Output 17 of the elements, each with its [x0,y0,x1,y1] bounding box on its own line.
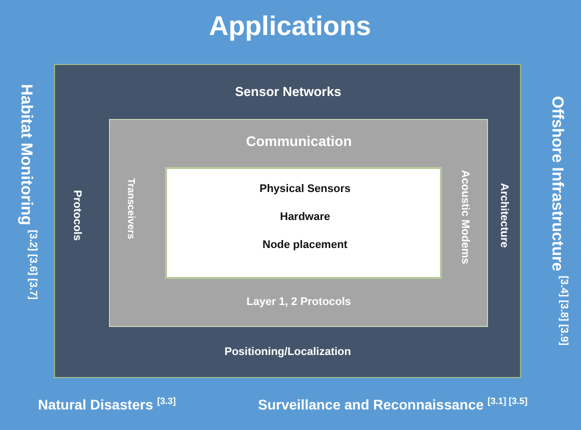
layer-label: Acoustic Modems [459,170,472,264]
sensor-networks-box [54,64,521,378]
item-label: Node placement [262,239,348,252]
layer-label: Transceivers [125,178,136,240]
application-label: Surveillance and Reconnaissance $^{[3.1] [3.5]}$ [258,396,528,414]
layer-label: Protocols [71,190,84,241]
hardware-box [165,167,442,279]
heading: Applications [209,12,372,42]
layer-label: Layer 1, 2 Protocols [246,296,352,308]
layer-label: Positioning/Localization [224,346,351,358]
box-heading: Sensor Networks [235,85,342,100]
communication-box [109,119,488,327]
application-label: Natural Disasters $^{[3.3]}$ [38,396,176,414]
item-label: Physical Sensors [260,183,351,196]
item-label: Hardware [280,211,330,224]
layer-label: Architecture [498,183,510,248]
box-heading: Communication [246,134,352,150]
